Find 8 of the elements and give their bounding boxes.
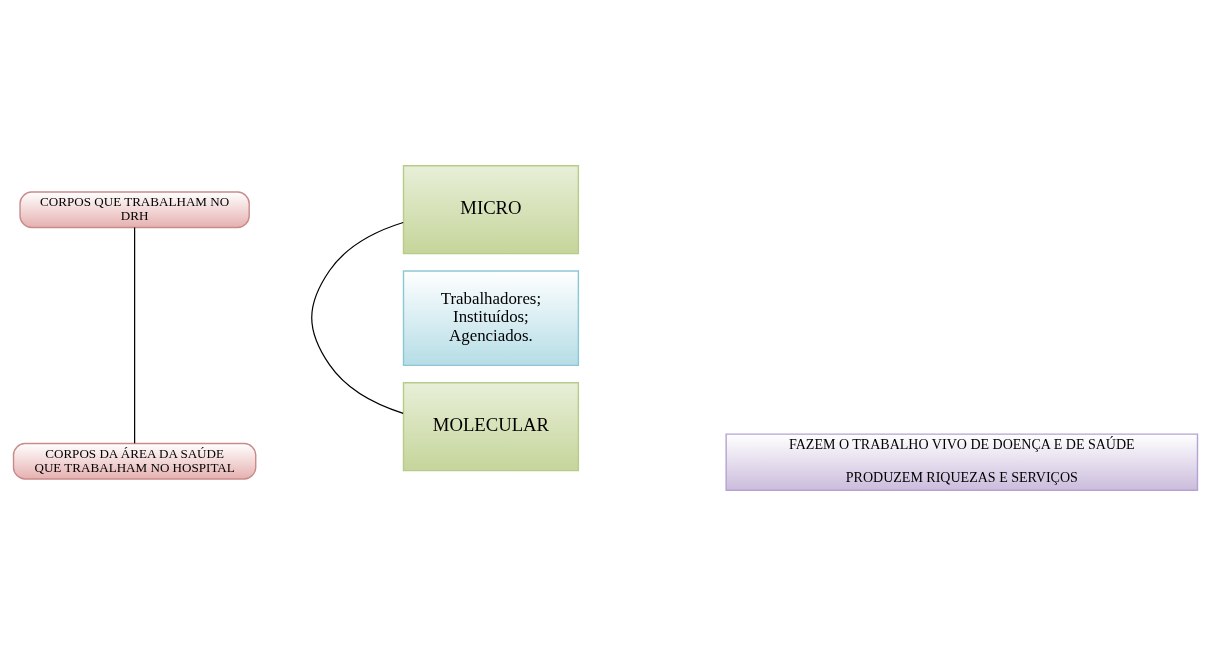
node-box: MICRO (402, 164, 580, 254)
connector (311, 221, 404, 414)
node-box: CORPOS QUE TRABALHAM NO DRH (19, 190, 250, 228)
connector (134, 226, 136, 444)
node-box: Trabalhadores; Instituídos; Agenciados. (402, 269, 580, 366)
node-box: MOLECULAR (402, 381, 580, 471)
node-box: FAZEM O TRABALHO VIVO DE DOENÇA E DE SAÚDE PRODUZEM RIQUEZAS E SERVIÇOS (725, 432, 1199, 491)
node-box: CORPOS DA ÁREA DA SAÚDE QUE TRABALHAM NO HOSPITAL (12, 442, 257, 480)
